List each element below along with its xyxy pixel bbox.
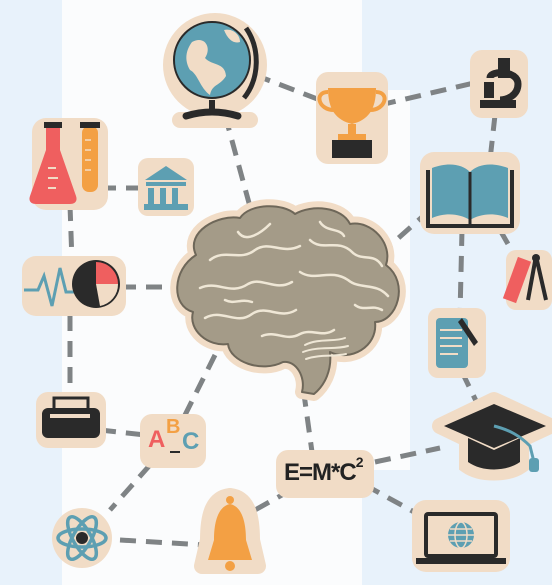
connector-brain-abc — [177, 353, 218, 427]
abc-icon — [140, 414, 206, 468]
brain-icon — [170, 199, 406, 401]
connector-bell-formula — [253, 482, 302, 513]
atom-icon — [52, 508, 112, 568]
abc-letter-c: C — [182, 428, 200, 455]
trophy-icon — [316, 72, 388, 164]
flask-tube-icon — [29, 118, 108, 210]
connector-formula-cap — [374, 445, 441, 465]
abc-letter-a: A — [148, 426, 166, 453]
laptop-icon — [412, 500, 510, 572]
connector-globe-trophy — [254, 72, 321, 103]
drafting-tools-icon — [502, 250, 552, 310]
formula-base: E=M*C — [284, 459, 357, 486]
microscope-icon — [470, 50, 528, 118]
connector-trophy-microscope — [379, 79, 479, 108]
connector-globe-brain — [222, 114, 258, 226]
connector-atom-bell — [119, 537, 206, 548]
connector-printer-abc — [99, 427, 146, 438]
abc-letter-b: B — [166, 416, 181, 438]
connector-book-notepad — [457, 229, 465, 316]
formula-text: E=M*C2 — [284, 454, 363, 487]
connector-flask-chart — [67, 204, 75, 263]
bell-icon — [194, 488, 266, 574]
globe-icon — [163, 13, 267, 128]
printer-icon — [36, 392, 106, 448]
book-icon — [420, 152, 520, 234]
connector-abc-atom — [108, 463, 152, 512]
chart-pulse-icon — [22, 256, 126, 316]
formula-icon — [276, 450, 374, 498]
formula-exponent: 2 — [355, 454, 364, 470]
notepad-icon — [428, 308, 486, 378]
graduation-cap-icon — [432, 392, 552, 481]
museum-icon — [138, 158, 194, 216]
